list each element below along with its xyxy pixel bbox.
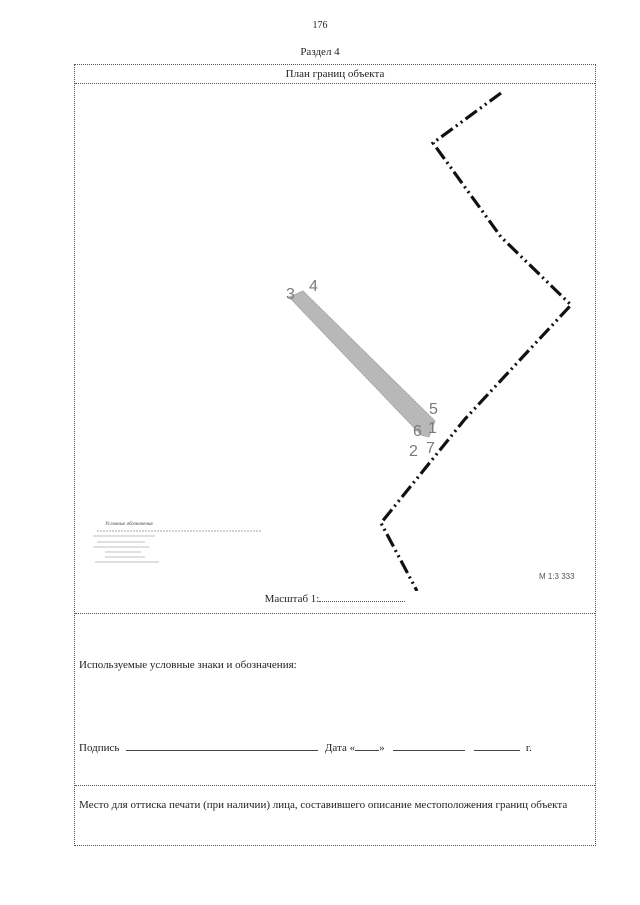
map-scale-label: М 1:3 333 [539, 572, 575, 581]
scale-row: Масштаб 1: [75, 591, 595, 605]
point-label-5: 5 [429, 401, 438, 418]
scale-value-field [319, 591, 406, 602]
mini-legend: Условные обозначения [93, 522, 261, 563]
point-label-4: 4 [309, 278, 318, 295]
point-label-1: 1 [428, 420, 437, 437]
stamp-area-text: Место для оттиска печати (при наличии) л… [79, 799, 568, 811]
plan-frame: План границ объекта 3 4 5 6 1 2 7 Условн… [74, 64, 596, 846]
plan-header: План границ объекта [75, 65, 595, 84]
scale-label: Масштаб 1: [264, 593, 320, 605]
year-suffix: г. [525, 742, 532, 754]
point-label-3: 3 [286, 286, 295, 303]
signature-label: Подпись [79, 742, 120, 754]
date-month-field [393, 741, 466, 751]
object-parcel-hatch [288, 290, 436, 438]
external-boundary-line [379, 91, 574, 591]
boundary-plan-map: 3 4 5 6 1 2 7 Условные обозначения М 1:3… [93, 91, 575, 591]
point-label-7: 7 [426, 440, 435, 457]
signature-field [126, 741, 319, 751]
legend-title: Используемые условные знаки и обозначени… [79, 659, 297, 671]
mini-legend-title: Условные обозначения [105, 522, 153, 527]
date-year-field [474, 741, 521, 751]
section-divider [75, 613, 595, 614]
object-parcel [288, 290, 436, 438]
signature-row: Подпись Дата « » г. [79, 741, 532, 754]
point-label-2: 2 [409, 443, 418, 460]
section-title: Раздел 4 [300, 46, 340, 58]
point-label-6: 6 [413, 423, 422, 440]
date-day-field [355, 741, 380, 751]
stamp-divider [75, 785, 595, 786]
date-close-quote: » [379, 742, 385, 754]
page-number: 176 [312, 20, 328, 31]
date-label: Дата « [324, 742, 356, 754]
